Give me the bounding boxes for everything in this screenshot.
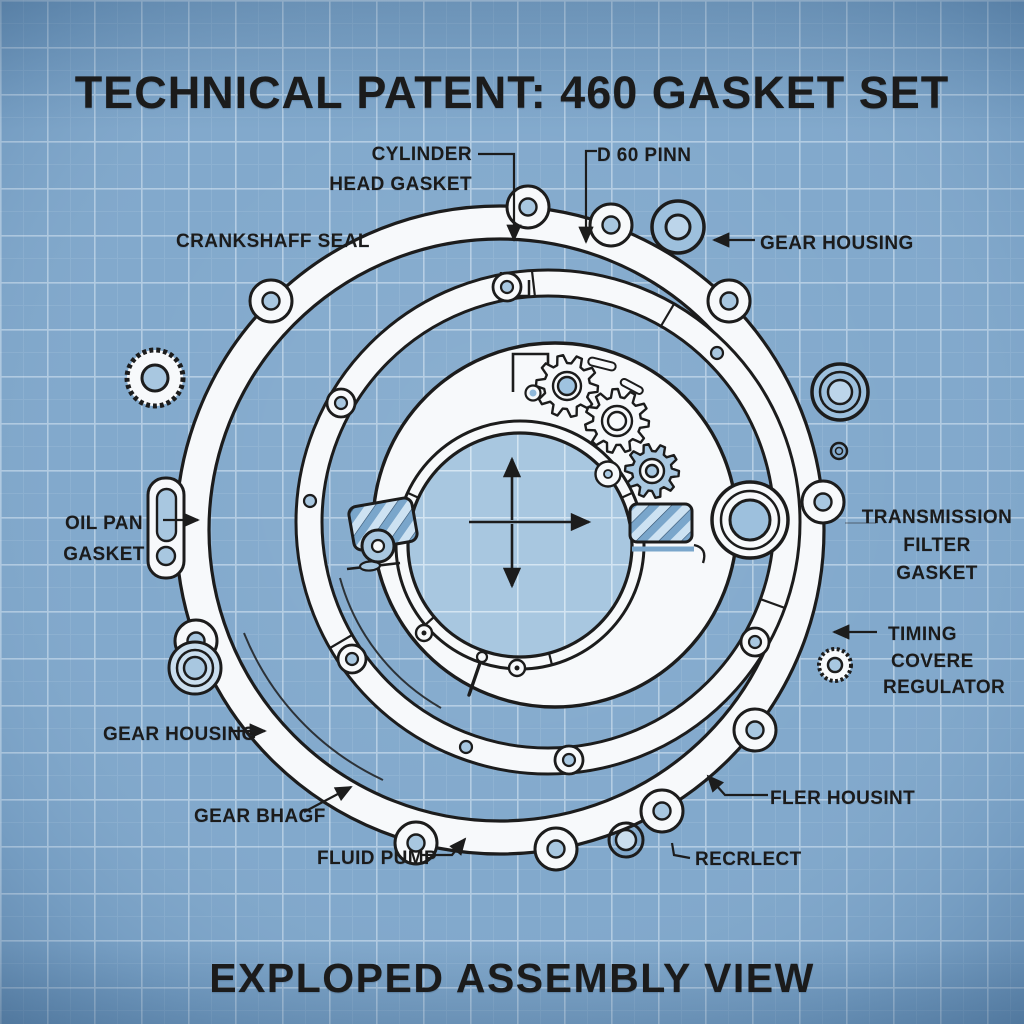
knurled-washer-right bbox=[817, 647, 853, 683]
tiny-ring-right bbox=[829, 441, 849, 461]
gear-hub bbox=[556, 375, 578, 397]
label-line: REGULATOR bbox=[883, 677, 1006, 698]
label-line: GASKET bbox=[896, 563, 978, 584]
outer-gasket-ring bbox=[146, 184, 846, 872]
label-cylinder-head-gasket: CYLINDER HEAD GASKET bbox=[272, 140, 472, 200]
gear-hub bbox=[644, 463, 660, 479]
seal-ring-right bbox=[810, 362, 870, 422]
label-transmission-filter-gasket: TRANSMISSION FILTER GASKET bbox=[851, 504, 1023, 588]
bearing-block-right bbox=[628, 502, 706, 564]
hub-fasteners bbox=[346, 528, 527, 697]
label-oil-pan-gasket: OIL PAN GASKET bbox=[28, 508, 180, 570]
leader-recrlect bbox=[670, 842, 691, 860]
big-washer-right bbox=[710, 480, 790, 560]
leader-fluid-pump bbox=[421, 837, 467, 857]
footer-title: EXPLOPED ASSEMBLY VIEW bbox=[209, 955, 815, 1002]
label-line: OIL PAN bbox=[64, 513, 144, 534]
seal-ring-top-right bbox=[650, 199, 706, 255]
label-line: GASKET bbox=[63, 544, 145, 565]
label-d60-pinn: D 60 PINN bbox=[597, 141, 691, 171]
center-crosshair bbox=[469, 456, 592, 589]
label-recrlect: RECRLECT bbox=[695, 845, 802, 875]
label-line: RECRLECT bbox=[695, 849, 802, 870]
gear-cluster bbox=[534, 354, 681, 499]
label-line: GEAR BHAGF bbox=[194, 806, 326, 827]
bolt-pads-outer bbox=[173, 184, 846, 872]
page-title: TECHNICAL PATENT: 460 GASKET SET bbox=[74, 67, 950, 119]
label-regulator: REGULATOR bbox=[883, 673, 1005, 703]
oval-slot-tab bbox=[146, 476, 186, 580]
label-crankshaff-seal: CRANKSHAFF SEAL bbox=[176, 227, 370, 257]
label-fluid-pump: FLUID PUMP bbox=[317, 844, 437, 874]
label-fler-housint: FLER HOUSINT bbox=[770, 784, 915, 814]
label-line: TRANSMISSION bbox=[861, 507, 1013, 528]
gear-hub bbox=[606, 410, 628, 432]
band-ticks bbox=[329, 270, 786, 649]
label-line: CYLINDER bbox=[371, 144, 472, 165]
loose-washers bbox=[124, 199, 870, 859]
double-ring-bottom bbox=[607, 821, 645, 859]
label-line: COVERE bbox=[891, 651, 974, 672]
gear-cluster-details bbox=[524, 356, 644, 488]
label-line: FLUID PUMP bbox=[317, 848, 438, 869]
bolt-pads-middle bbox=[302, 271, 771, 776]
knurled-washer-left bbox=[124, 347, 186, 409]
leader-cylinder-head-gasket bbox=[478, 152, 522, 242]
label-line: GEAR HOUSING bbox=[760, 233, 914, 254]
label-line: GEAR HOUSING bbox=[103, 724, 257, 745]
leader-d60-pinn bbox=[578, 149, 597, 244]
triple-ring-left bbox=[167, 640, 223, 696]
label-line: FILTER bbox=[903, 535, 971, 556]
label-line: CRANKSHAFF SEAL bbox=[176, 231, 370, 252]
label-gear-housing-bottom: GEAR HOUSING bbox=[103, 720, 257, 750]
hub-assembly bbox=[346, 341, 739, 709]
label-timing: TIMING bbox=[888, 620, 957, 650]
contour-arc bbox=[243, 632, 384, 781]
leader-gear-bhagf bbox=[303, 786, 353, 813]
label-line: TIMING bbox=[888, 624, 957, 645]
inner-band-ticks bbox=[407, 491, 633, 666]
label-line: D 60 PINN bbox=[597, 145, 692, 166]
leader-fler-housint bbox=[706, 774, 768, 797]
label-gear-bhagf: GEAR BHAGF bbox=[194, 802, 326, 832]
center-bore bbox=[406, 431, 634, 659]
leader-lines bbox=[163, 149, 877, 860]
label-covere: COVERE bbox=[891, 647, 974, 677]
label-line: HEAD GASKET bbox=[329, 174, 472, 195]
label-gear-housing-top: GEAR HOUSING bbox=[760, 229, 914, 259]
label-line: FLER HOUSINT bbox=[770, 788, 916, 809]
